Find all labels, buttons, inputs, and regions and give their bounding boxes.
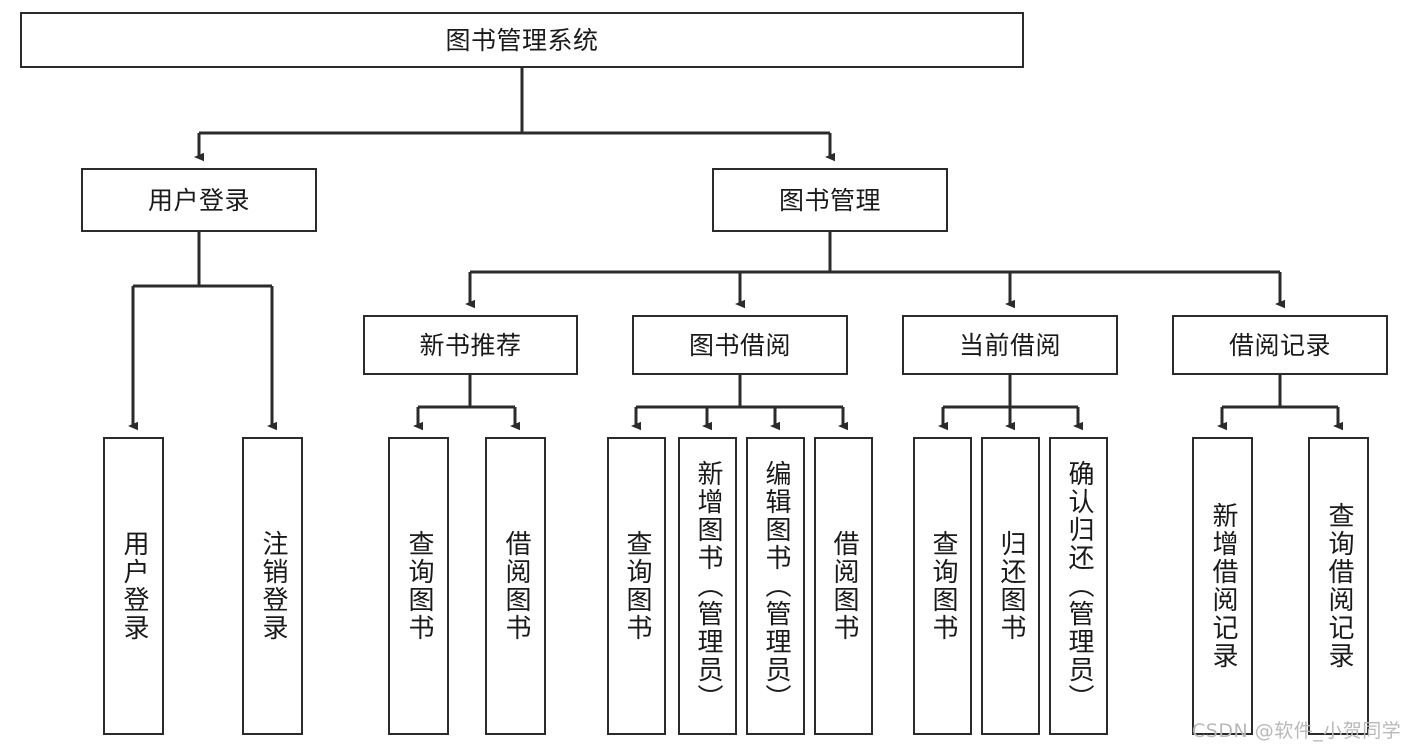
node-label: 图书管理系统 xyxy=(445,25,599,55)
leaf-user-login[interactable]: 用户登录 xyxy=(103,437,164,735)
node-label: 查询图书 xyxy=(404,530,435,642)
node-book-borrow[interactable]: 图书借阅 xyxy=(632,315,848,375)
node-current-borrow[interactable]: 当前借阅 xyxy=(902,315,1118,375)
leaf-confirm-return-admin[interactable]: 确认归还（管理员） xyxy=(1049,437,1108,735)
node-borrow-records[interactable]: 借阅记录 xyxy=(1172,315,1388,375)
node-label: 查询借阅记录 xyxy=(1324,502,1355,670)
node-label: 新增图书（管理员） xyxy=(693,460,724,712)
watermark-text: CSDN @软件_小贺同学 xyxy=(1192,720,1402,742)
node-label: 借阅记录 xyxy=(1228,330,1331,360)
leaf-return-book[interactable]: 归还图书 xyxy=(981,437,1040,735)
leaf-logout[interactable]: 注销登录 xyxy=(242,437,303,735)
leaf-borrow-book-new[interactable]: 借阅图书 xyxy=(485,437,546,735)
leaf-add-borrow-record[interactable]: 新增借阅记录 xyxy=(1192,437,1253,735)
node-root[interactable]: 图书管理系统 xyxy=(20,12,1024,68)
node-label: 新书推荐 xyxy=(419,330,522,360)
node-new-book-recommend[interactable]: 新书推荐 xyxy=(363,315,578,375)
leaf-query-book-borrow[interactable]: 查询图书 xyxy=(607,437,666,735)
leaf-borrow-book[interactable]: 借阅图书 xyxy=(814,437,873,735)
leaf-add-book-admin[interactable]: 新增图书（管理员） xyxy=(678,437,737,735)
node-label: 注销登录 xyxy=(258,530,289,642)
node-label: 借阅图书 xyxy=(501,530,532,642)
node-label: 查询图书 xyxy=(622,530,653,642)
node-label: 用户登录 xyxy=(119,530,150,642)
leaf-query-book-current[interactable]: 查询图书 xyxy=(913,437,972,735)
node-label: 查询图书 xyxy=(928,530,959,642)
node-label: 归还图书 xyxy=(996,530,1027,642)
node-label: 当前借阅 xyxy=(958,330,1061,360)
node-label: 图书管理 xyxy=(778,185,881,215)
node-label: 用户登录 xyxy=(147,185,250,215)
node-label: 编辑图书（管理员） xyxy=(761,460,792,712)
node-label: 新增借阅记录 xyxy=(1208,502,1239,670)
node-label: 借阅图书 xyxy=(829,530,860,642)
leaf-query-borrow-record[interactable]: 查询借阅记录 xyxy=(1308,437,1369,735)
node-label: 图书借阅 xyxy=(688,330,791,360)
node-user-login[interactable]: 用户登录 xyxy=(81,168,317,232)
leaf-edit-book-admin[interactable]: 编辑图书（管理员） xyxy=(746,437,805,735)
node-book-management[interactable]: 图书管理 xyxy=(712,168,948,232)
node-label: 确认归还（管理员） xyxy=(1064,460,1095,712)
leaf-query-book-new[interactable]: 查询图书 xyxy=(388,437,449,735)
